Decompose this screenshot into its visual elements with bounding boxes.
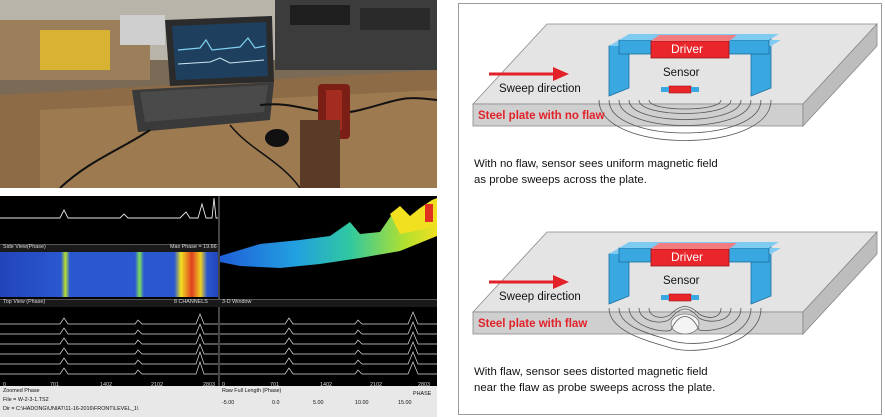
caption-top-line1: With no flaw, sensor sees uniform magnet…: [474, 158, 718, 170]
scale-label: PHASE: [413, 391, 432, 397]
status-area: Zoomed Phase Raw Full Length (Phase) Fil…: [0, 386, 437, 417]
scale-tick: 10.00: [355, 400, 369, 406]
zoomed-traces-left: [0, 313, 218, 375]
x-tick-right: 1402: [320, 382, 332, 388]
x-tick: 701: [50, 382, 59, 388]
x-tick-right: 701: [270, 382, 279, 388]
sensor-block: [668, 85, 692, 94]
caption-bottom-line2: near the flaw as probe sweeps across the…: [474, 382, 716, 394]
flaw-notch: [670, 313, 700, 335]
scale-tick: 5.00: [313, 400, 324, 406]
x-tick: 2803: [203, 382, 215, 388]
mfl-diagram: Driver Sensor Sweep direction Steel plat…: [458, 3, 882, 415]
x-tick-right: 2102: [370, 382, 382, 388]
driver-label-bottom: Driver: [671, 250, 703, 264]
x-tick: 2102: [151, 382, 163, 388]
x-tick: 1402: [100, 382, 112, 388]
driver-label-top: Driver: [671, 42, 703, 56]
lab-photo: [0, 0, 437, 188]
caption-bottom-line1: With flaw, sensor sees distorted magneti…: [474, 366, 708, 378]
sweep-label-bottom: Sweep direction: [499, 291, 581, 303]
scale-tick: 0.0: [272, 400, 280, 406]
zoomed-phase-label: Zoomed Phase: [3, 388, 40, 394]
scale-tick: -5.00: [222, 400, 235, 406]
sweep-arrow-head: [553, 67, 569, 81]
max-phase-label: Max Phase = 19.66: [170, 244, 217, 250]
raw-full-label: Raw Full Length (Phase): [222, 388, 282, 394]
panel-top-illustration: [472, 22, 878, 141]
raw-traces-right: [220, 311, 437, 375]
3d-surface: [220, 200, 437, 268]
top-view-label: Top View (Phase): [3, 299, 46, 305]
side-view-label: Side View(Phase): [3, 244, 46, 250]
sweep-label-top: Sweep direction: [499, 83, 581, 95]
x-tick-right: 0: [222, 382, 225, 388]
side-view-trace: [0, 197, 218, 219]
caption-top-line2: as probe sweeps across the plate.: [474, 174, 647, 186]
dir-label: Dir = C:\HADONG\UNIAT\11-16-2016\FRONT\L…: [3, 406, 139, 412]
sensor-label-top: Sensor: [663, 67, 700, 79]
software-screenshot: Side View(Phase) Max Phase = 19.66 Top V…: [0, 196, 437, 417]
panel-bottom-illustration: [472, 230, 878, 351]
3d-window-label: 3-D Window: [222, 299, 252, 305]
channels-label: 8 CHANNELS: [174, 299, 208, 305]
plate-label-top: Steel plate with no flaw: [478, 110, 605, 122]
x-tick: 0: [3, 382, 6, 388]
sensor-label-bottom: Sensor: [663, 275, 700, 287]
plate-label-bottom: Steel plate with flaw: [478, 318, 588, 330]
file-label: File = W-2-3-1.TS2: [3, 397, 49, 403]
x-tick-right: 2803: [418, 382, 430, 388]
scale-tick: 15.00: [398, 400, 412, 406]
